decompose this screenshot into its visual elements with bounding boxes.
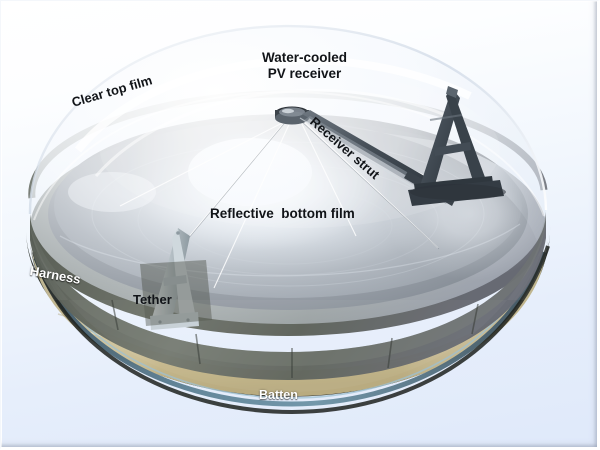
harness-band — [30, 212, 546, 380]
dome-reflections — [33, 56, 545, 228]
a-frame-strut-right — [408, 86, 506, 206]
harness-seams — [111, 299, 479, 378]
frame-right-edge — [593, 0, 600, 450]
label-reflective-bottom-film: Reflective bottom film — [210, 206, 355, 221]
batten-shadow — [32, 245, 550, 415]
tether-bracket — [140, 228, 212, 330]
clear-top-film — [29, 26, 547, 325]
label-tether: Tether — [133, 292, 172, 307]
label-batten: Batten — [259, 388, 298, 402]
foreground-haze — [30, 224, 546, 392]
clear-top-film-group — [28, 24, 548, 325]
frame-bottom-edge — [0, 443, 600, 450]
batten-rib-highlight — [41, 255, 539, 399]
tether-cables-dark — [177, 118, 440, 252]
clear-top-film-edge — [28, 24, 548, 215]
water-cooled-pv-receiver — [275, 106, 309, 125]
batten-rib — [33, 251, 547, 407]
label-pv-receiver: Water-cooled PV receiver — [262, 50, 348, 81]
harness-group — [30, 212, 546, 380]
